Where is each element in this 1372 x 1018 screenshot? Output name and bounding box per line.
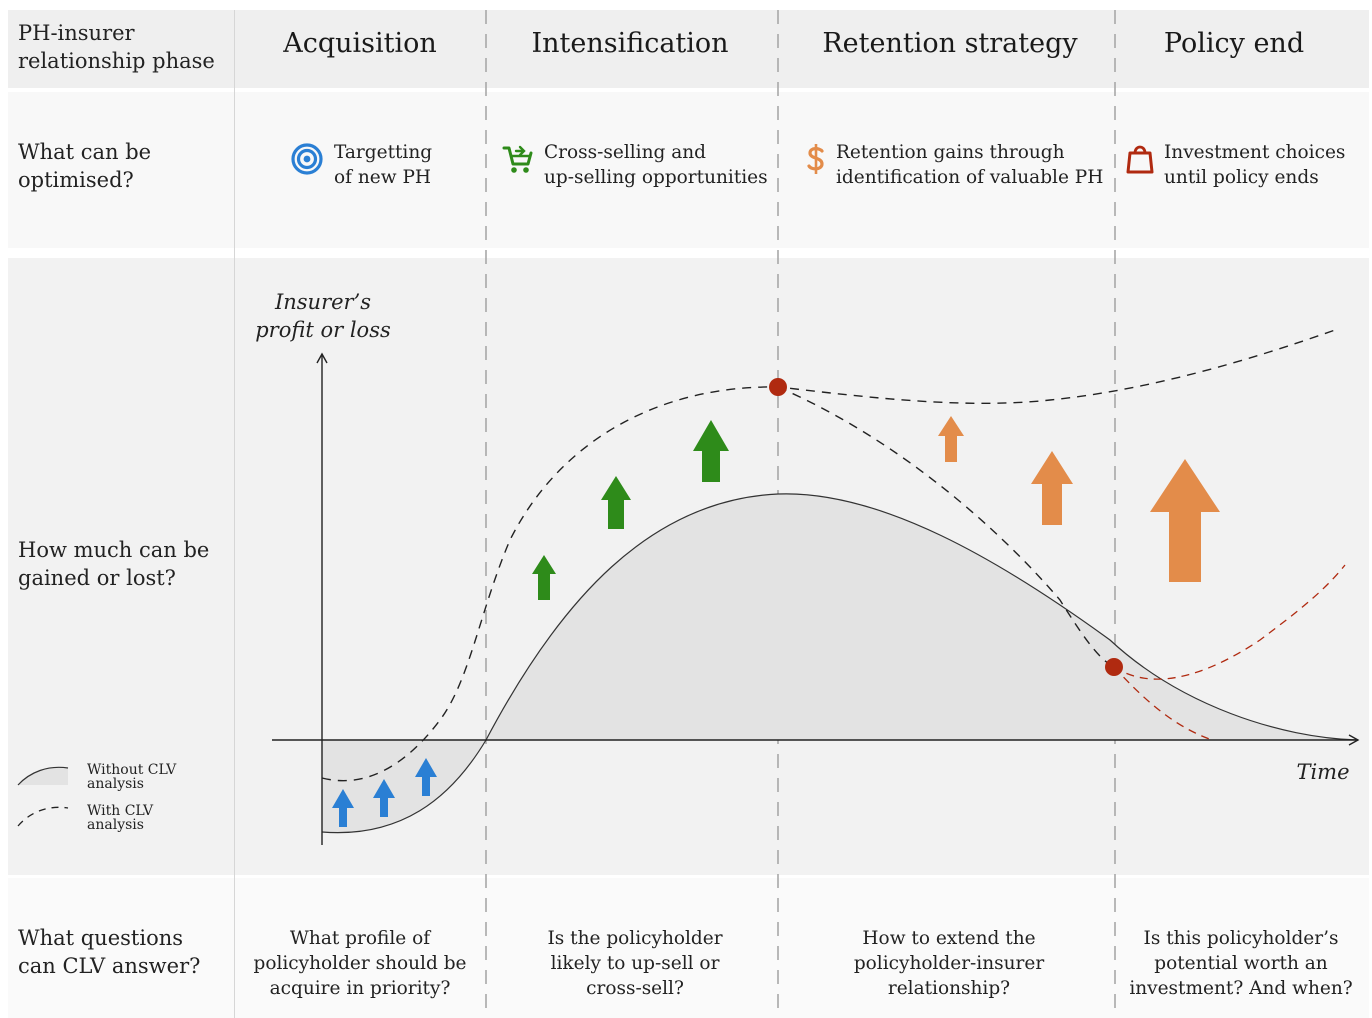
- curve-without-clv: [322, 493, 1358, 833]
- green-up-arrow: [532, 555, 556, 600]
- orange-up-arrow: [938, 416, 964, 462]
- peak-point: [769, 378, 787, 396]
- phase-policy-end: Policy end: [1163, 28, 1305, 59]
- legend-without-clv-line: [17, 766, 69, 786]
- x-axis-label: Time: [1296, 760, 1350, 784]
- blue-up-arrow: [332, 789, 354, 827]
- curve-red-recovery: [1113, 564, 1346, 680]
- legend-with-clv-symbol: [17, 806, 69, 827]
- phase-intensification: Intensification: [531, 28, 729, 59]
- phase-retention: Retention strategy: [822, 28, 1078, 59]
- green-up-arrow: [601, 476, 631, 529]
- acquisition-arrows: [332, 758, 437, 827]
- phase-acquisition: Acquisition: [283, 28, 437, 59]
- legend-without-clv-symbol: [18, 767, 68, 785]
- shopping-cart-icon: [502, 142, 534, 183]
- blue-up-arrow: [373, 779, 395, 817]
- decline-point: [1105, 658, 1123, 676]
- row-label-separator: [234, 10, 235, 1018]
- orange-up-arrow: [1031, 451, 1073, 525]
- curve-without-clv-line: [321, 493, 1359, 834]
- target-icon: [290, 142, 324, 183]
- retention-arrows: [938, 416, 1220, 582]
- row-label-optimise: What can be optimised?: [18, 140, 152, 192]
- row-label-gain: How much can be gained or lost?: [18, 538, 210, 590]
- dollar-icon: [806, 142, 826, 183]
- green-up-arrow: [693, 420, 729, 482]
- curve-red-decline: [1113, 666, 1213, 741]
- intensification-arrows: [532, 420, 729, 600]
- blue-up-arrow: [415, 758, 437, 796]
- row-label-questions: What questions can CLV answer?: [18, 926, 201, 978]
- curve-with-clv: [321, 329, 1336, 782]
- orange-up-arrow: [1150, 459, 1220, 582]
- row-label-phase: PH-insurer relationship phase: [18, 21, 215, 73]
- shopping-bag-icon: [1126, 142, 1154, 183]
